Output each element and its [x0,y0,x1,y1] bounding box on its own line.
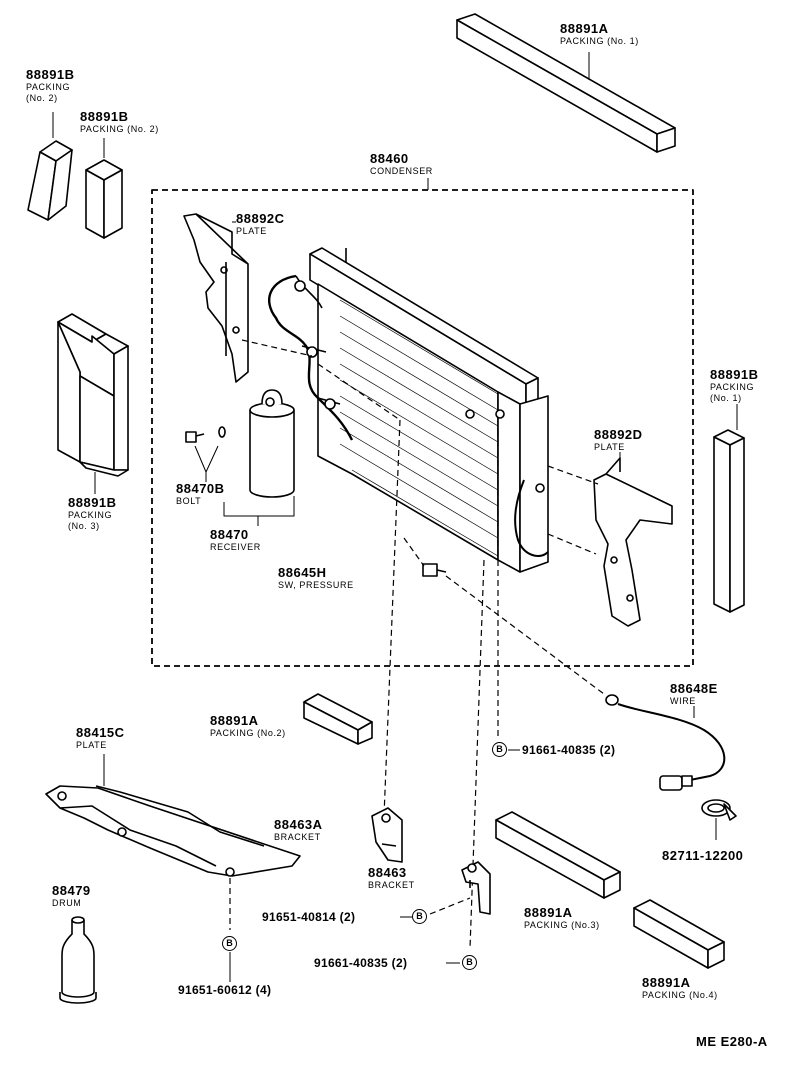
fastener-91651-40814: 91651-40814 (2) [262,910,356,924]
bolt-b-mark-2: B [412,909,427,924]
packing-no2-block-a-shape [27,112,73,221]
part-88479-label: 88479 DRUM [52,884,91,908]
part-name: BOLT [176,496,202,506]
part-sub: (No. 2) [26,93,58,103]
bolt-b-mark-3: B [462,955,477,970]
part-number: 88891B [26,67,75,82]
part-number: 88892C [236,211,285,226]
bolt-b-mark-4: B [222,936,237,951]
part-number: 88463 [368,865,407,880]
part-number: 88891A [560,21,609,36]
plate-88415c-shape [45,754,301,877]
part-number: 88645H [278,565,327,580]
part-88891b-no1-label: 88891B PACKING (No. 1) [710,368,759,403]
part-name: PACKING [68,510,113,520]
part-88891a-no4-label: 88891A PACKING (No.4) [642,976,718,1000]
plate-88892c-shape [183,213,249,383]
clip-shape [701,799,737,840]
part-name: CONDENSER [370,166,433,176]
part-88648e-label: 88648E WIRE [670,682,718,706]
part-name: PACKING (No.3) [524,920,600,930]
fastener-91651-60612: 91651-60612 (4) [178,983,272,997]
part-name: PACKING [26,82,71,92]
part-88463-label: 88463 BRACKET [368,866,415,890]
part-88892c-label: 88892C PLATE [236,212,285,236]
part-name: RECEIVER [210,542,261,552]
part-88463a-label: 88463A BRACKET [274,818,323,842]
condenser-group-boundary [151,189,694,667]
condenser-core-shape [267,247,549,573]
packing-no3-bar-shape [495,811,621,899]
part-number: 88470 [210,527,249,542]
part-name: PLATE [76,740,107,750]
part-name: BRACKET [368,880,415,890]
packing-no4-bar-shape [633,899,725,969]
part-88891b-no2b-label: 88891B PACKING (No. 2) [80,110,159,134]
part-number: 88463A [274,817,323,832]
part-number: 88891A [642,975,691,990]
part-88891a-no3-label: 88891A PACKING (No.3) [524,906,600,930]
part-88891b-no3-label: 88891B PACKING (No. 3) [68,496,117,531]
part-name: PLATE [236,226,267,236]
wire-shape [605,694,726,791]
part-number: 88891B [710,367,759,382]
part-88891a-no2-label: 88891A PACKING (No.2) [210,714,286,738]
part-name: BRACKET [274,832,321,842]
packing-no1-vertical-shape [713,404,745,613]
bolt-b-mark-1: B [492,742,507,757]
part-number: 88479 [52,883,91,898]
bolt-shape [185,426,226,482]
part-name: PACKING [710,382,755,392]
part-name: DRUM [52,898,82,908]
part-name: PACKING (No. 1) [560,36,639,46]
packing-no1-bar-shape [456,13,676,153]
packing-no2-bar-shape [303,693,373,745]
part-number: 88470B [176,481,225,496]
packing-no2-block-b-shape [85,138,123,239]
part-sub: (No. 3) [68,521,100,531]
part-88470-label: 88470 RECEIVER [210,528,261,552]
part-number: 88891B [68,495,117,510]
part-name: PACKING (No. 2) [80,124,159,134]
part-88645h-label: 88645H SW, PRESSURE [278,566,354,590]
part-88470b-label: 88470B BOLT [176,482,225,506]
part-number: 88891A [210,713,259,728]
drum-shape [59,916,97,1004]
pressure-switch-shape [422,563,447,577]
part-88415c-label: 88415C PLATE [76,726,125,750]
part-number: 88892D [594,427,643,442]
part-82711-12200-label: 82711-12200 [662,848,744,863]
part-number: 88460 [370,151,409,166]
part-number: 88891A [524,905,573,920]
fastener-91661-40835-bottom: 91661-40835 (2) [314,956,408,970]
part-name: SW, PRESSURE [278,580,354,590]
receiver-shape [249,389,295,498]
part-number: 88891B [80,109,129,124]
fastener-91661-40835-top: 91661-40835 (2) [522,743,616,757]
part-88891b-no2a-label: 88891B PACKING (No. 2) [26,68,75,103]
packing-no3-block-shape [57,313,129,494]
figure-code: ME E280-A [696,1034,768,1049]
part-sub: (No. 1) [710,393,742,403]
bracket-88463a-shape [371,807,403,863]
part-name: WIRE [670,696,696,706]
part-88460-label: 88460 CONDENSER [370,152,433,176]
part-number: 88415C [76,725,125,740]
part-88891a-no1-label: 88891A PACKING (No. 1) [560,22,639,46]
part-number: 88648E [670,681,718,696]
part-name: PACKING (No.4) [642,990,718,1000]
part-88892d-label: 88892D PLATE [594,428,643,452]
plate-88892d-shape [593,452,673,627]
part-name: PLATE [594,442,625,452]
part-name: PACKING (No.2) [210,728,286,738]
bracket-88463-shape [461,861,491,915]
